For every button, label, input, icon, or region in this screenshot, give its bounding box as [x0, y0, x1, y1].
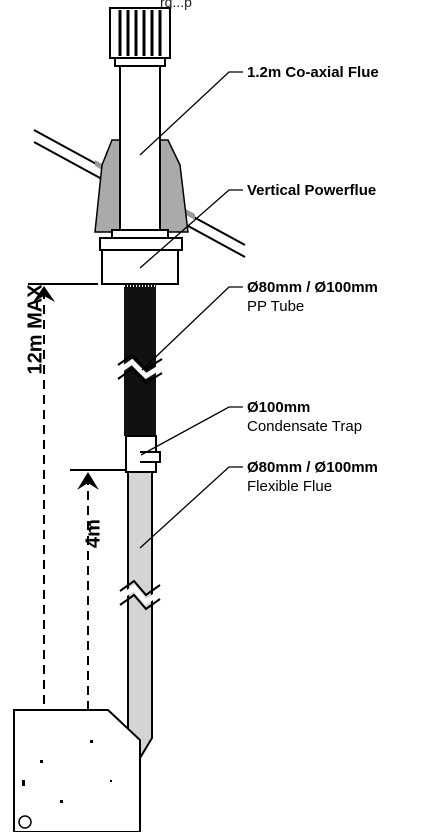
flexible-label: Flexible Flue [247, 478, 333, 495]
callout-condensate-trap: Ø100mm Condensate Trap [247, 398, 362, 436]
callout-coaxial-flue: 1.2m Co-axial Flue [247, 63, 379, 82]
top-cropped-text: rg...p [160, 0, 192, 10]
dimension-4m-label: 4m [82, 519, 105, 548]
coaxial-flue-label: 1.2m Co-axial Flue [247, 64, 379, 81]
callout-pp-tube: Ø80mm / Ø100mm PP Tube [247, 278, 378, 316]
pp-tube-label: PP Tube [247, 298, 305, 315]
roof-flashing [94, 139, 121, 233]
dimension-4m [70, 469, 126, 710]
pp-tube [124, 284, 156, 436]
flexible-size-label: Ø80mm / Ø100mm [247, 459, 378, 476]
dimension-12m-label: 12m MAX [24, 284, 47, 375]
callout-flexible-flue: Ø80mm / Ø100mm Flexible Flue [247, 458, 378, 496]
pipe-break-mark [118, 584, 162, 606]
flue-terminal-cap [109, 7, 171, 67]
trap-label: Condensate Trap [247, 418, 363, 435]
appliance-body [13, 709, 141, 832]
leader-lines [139, 71, 243, 549]
pp-tube-size-label: Ø80mm / Ø100mm [247, 279, 378, 296]
pipe-break-mark [116, 358, 164, 380]
trap-size-label: Ø100mm [247, 399, 311, 416]
callout-vertical-powerflue: Vertical Powerflue [247, 181, 376, 200]
roof-flashing [159, 139, 189, 233]
dimension-12m [28, 283, 98, 710]
condensate-trap [125, 435, 161, 473]
coaxial-flue-pipe [119, 65, 161, 233]
vertical-powerflue-label: Vertical Powerflue [247, 182, 377, 199]
vertical-powerflue-unit [99, 229, 183, 285]
